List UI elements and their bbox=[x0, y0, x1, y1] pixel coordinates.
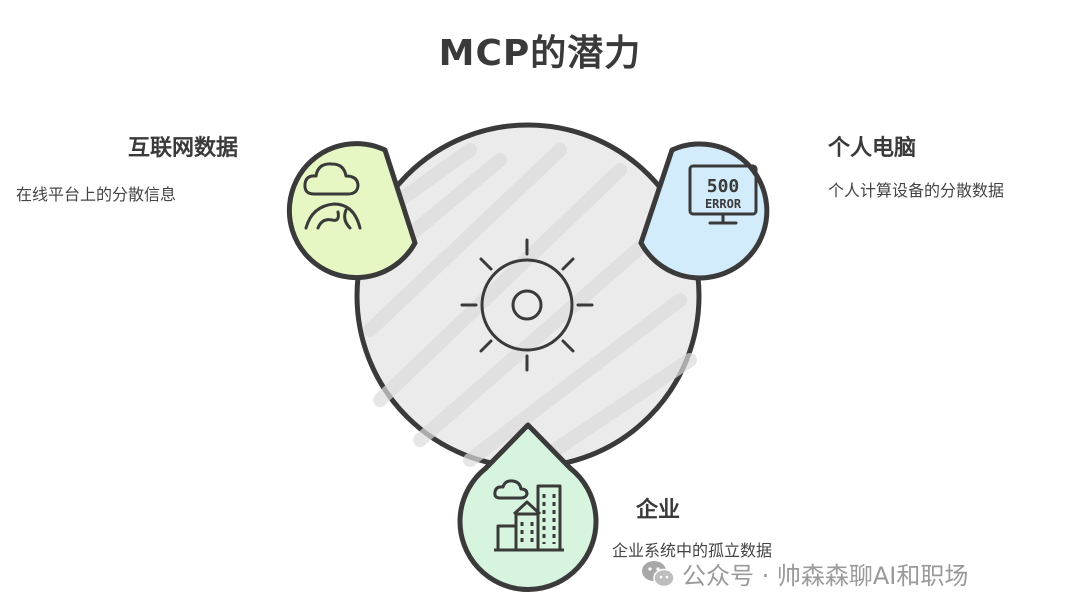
screen-text-error: ERROR bbox=[705, 197, 742, 211]
internet-description: 在线平台上的分散信息 bbox=[16, 185, 177, 204]
sun-icon bbox=[460, 238, 594, 372]
cloud-globe-icon bbox=[303, 162, 362, 230]
pc-description: 个人计算设备的分散数据 bbox=[828, 181, 1005, 200]
internet-title: 互联网数据 bbox=[127, 136, 238, 161]
center-circle bbox=[354, 122, 702, 470]
diagram-title: MCP的潜力 bbox=[438, 33, 642, 74]
enterprise-node bbox=[457, 422, 599, 592]
watermark-text: 公众号 · 帅森森聊AI和职场 bbox=[682, 562, 969, 590]
monitor-error-icon: 500 ERROR bbox=[688, 164, 758, 225]
wechat-icon bbox=[642, 560, 675, 587]
watermark: 公众号 · 帅森森聊AI和职场 bbox=[640, 556, 968, 591]
enterprise-title: 企业 bbox=[636, 498, 681, 523]
enterprise-description: 企业系统中的孤立数据 bbox=[612, 541, 773, 560]
pc-node bbox=[638, 141, 770, 281]
pc-title: 个人电脑 bbox=[828, 136, 917, 161]
city-buildings-icon bbox=[493, 479, 564, 552]
screen-text-500: 500 bbox=[707, 176, 740, 197]
